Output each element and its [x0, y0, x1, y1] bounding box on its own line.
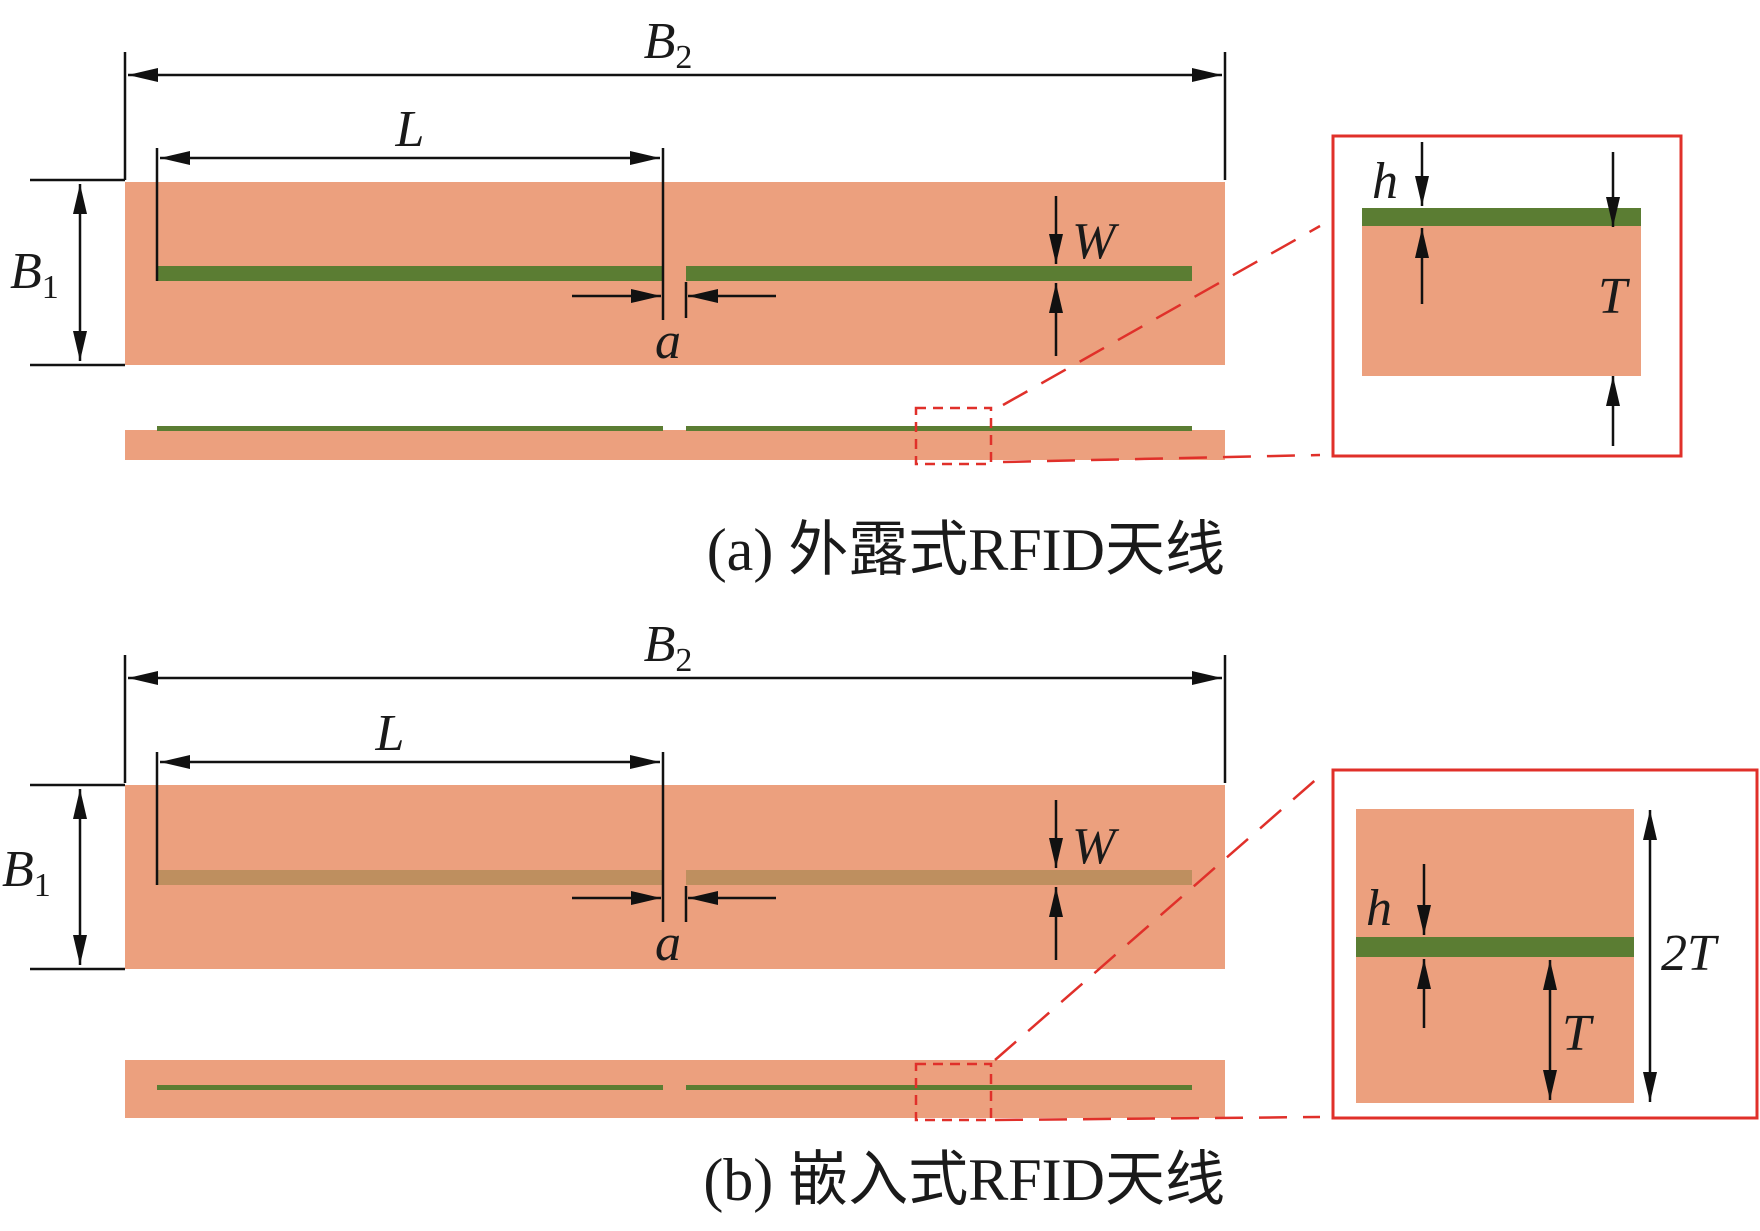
label-l: L — [375, 705, 405, 762]
label-a: a — [655, 313, 681, 370]
antenna-side-right — [686, 426, 1192, 431]
caption-b: (b) 嵌入式RFID天线 — [703, 1147, 1225, 1213]
antenna-arm-right-embedded — [686, 870, 1192, 885]
label-t: T — [1562, 1005, 1594, 1062]
label-w: W — [1072, 213, 1120, 270]
label-b2: B2 — [644, 13, 693, 76]
antenna-arm-left-embedded — [157, 870, 663, 885]
label-h: h — [1366, 880, 1392, 937]
panel-b-embedded: B2 L B1 a W h T — [2, 616, 1759, 1213]
label-l: L — [395, 101, 425, 158]
callout-line-top — [994, 775, 1321, 1061]
antenna-arm-left — [157, 266, 663, 281]
antenna-arm-right — [686, 266, 1192, 281]
callout-line-bottom — [994, 1115, 1321, 1122]
caption-a: (a) 外露式RFID天线 — [707, 517, 1225, 583]
callout-dashed-box — [914, 406, 993, 466]
callout-dashed-box — [914, 1062, 993, 1122]
label-2t: 2T — [1661, 925, 1719, 982]
zoom-antenna — [1356, 937, 1634, 957]
label-b2: B2 — [644, 616, 693, 679]
antenna-side-right — [686, 1085, 1192, 1090]
substrate-side-view — [125, 430, 1225, 460]
antenna-side-left — [157, 1085, 663, 1090]
zoom-substrate — [1362, 224, 1641, 376]
panel-a-exposed: B2 L B1 a W h — [10, 13, 1683, 583]
label-h: h — [1372, 153, 1398, 210]
antenna-side-left — [157, 426, 663, 431]
callout-line-top — [1002, 224, 1321, 407]
label-b1: B1 — [10, 243, 59, 306]
label-t: T — [1598, 268, 1630, 325]
label-b1: B1 — [2, 841, 51, 904]
zoom-antenna — [1362, 208, 1641, 226]
label-a: a — [655, 915, 681, 972]
label-w: W — [1072, 818, 1120, 875]
callout-line-bottom — [1002, 453, 1321, 464]
